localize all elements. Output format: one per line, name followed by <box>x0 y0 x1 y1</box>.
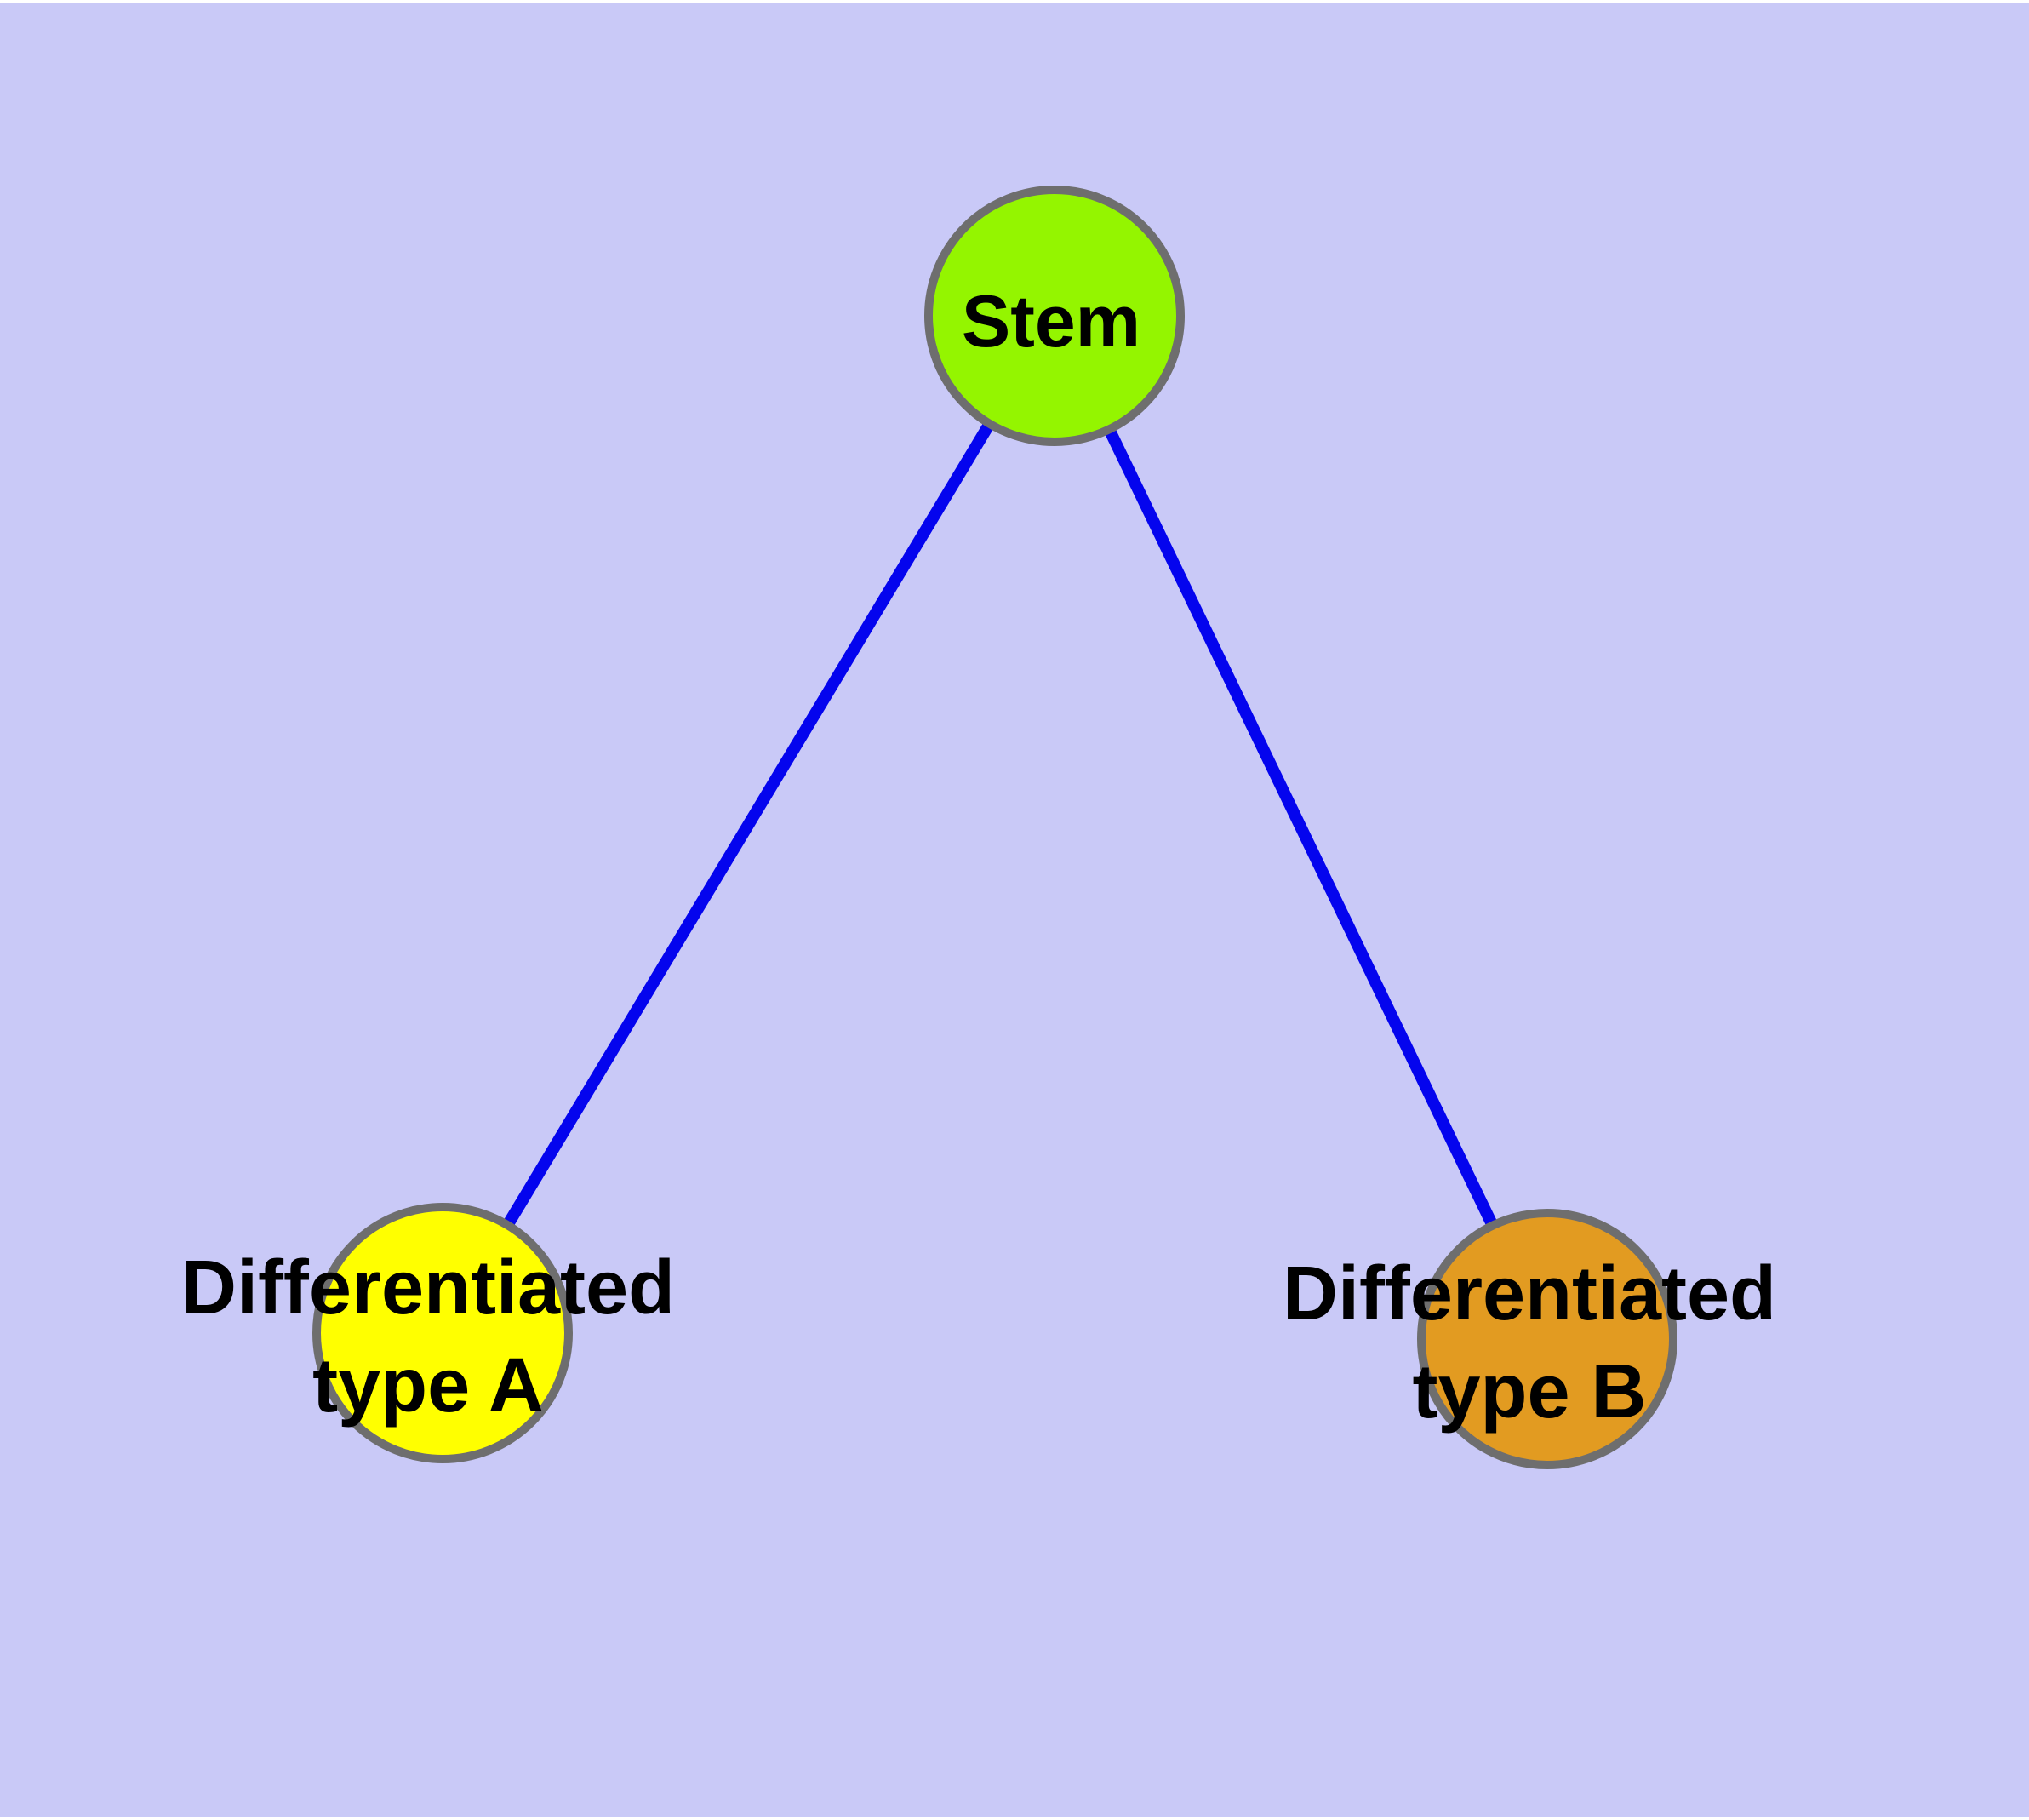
edge-stem-to-type-a <box>437 312 1060 1336</box>
node-type-a-label-line2: type A <box>312 1343 544 1428</box>
node-type-b-label-line1: Differentiated <box>1283 1251 1776 1336</box>
node-type-b-circle <box>1417 1209 1677 1469</box>
node-type-a-label-line1: Differentiated <box>181 1245 675 1331</box>
node-stem-circle <box>924 186 1185 446</box>
edge-stem-to-type-b <box>1049 312 1553 1342</box>
node-stem-label: Stem <box>962 281 1140 363</box>
node-type-b-label-line2: type B <box>1412 1349 1646 1434</box>
node-type-a-circle <box>312 1203 573 1463</box>
